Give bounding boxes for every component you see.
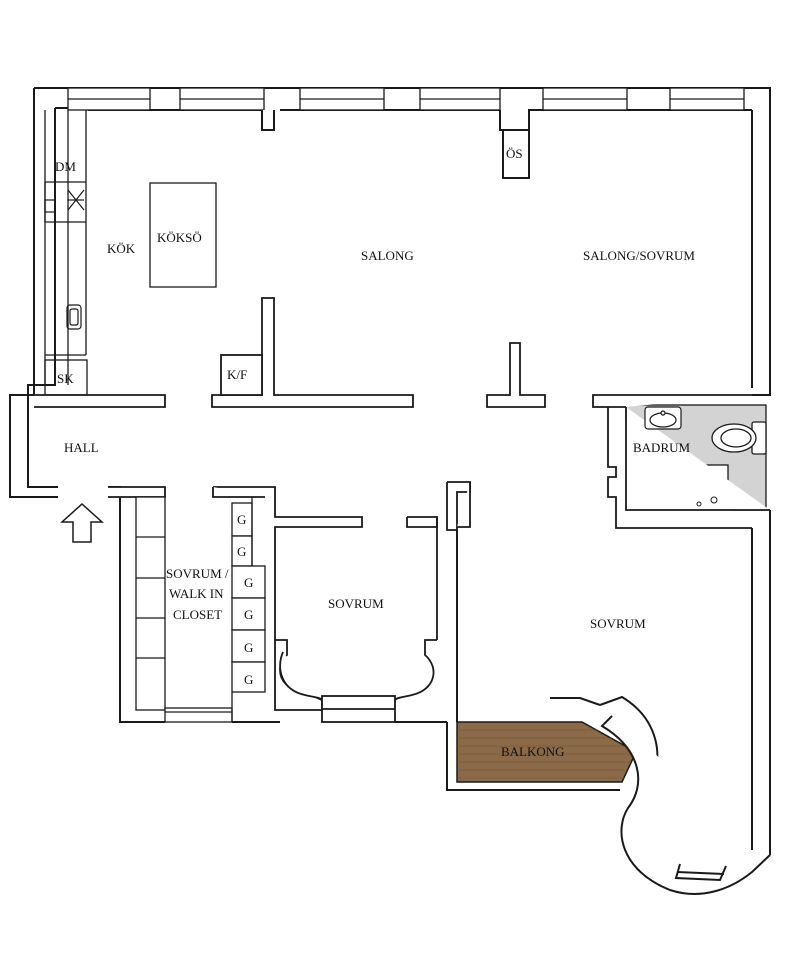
interior-walls: [34, 297, 770, 529]
os-shaft: [502, 129, 530, 179]
stove-icon: [44, 189, 85, 213]
right-bay: [550, 695, 771, 895]
label-walk-in-2: WALK IN: [169, 586, 224, 601]
label-kok: KÖK: [107, 241, 136, 256]
wardrobe-label: G: [244, 607, 253, 622]
label-salong: SALONG: [361, 248, 414, 263]
label-sovrum-right: SOVRUM: [590, 616, 646, 631]
wardrobe-label: G: [237, 512, 246, 527]
toilet-icon: [711, 421, 767, 455]
walk-in-shelves: [135, 496, 233, 723]
kitchen-counter: [44, 110, 88, 396]
label-badrum: BADRUM: [633, 440, 691, 455]
label-balkong: BALKONG: [501, 744, 565, 759]
label-salong-sovrum: SALONG/SOVRUM: [583, 248, 695, 263]
label-walk-in-3: CLOSET: [173, 607, 222, 622]
label-koksö: KÖKSÖ: [157, 230, 202, 245]
wall-stub-top-2: [499, 110, 530, 131]
wardrobe-labels: G G G G G G: [237, 512, 253, 687]
shower-icon: [696, 496, 718, 507]
wardrobe-label: G: [244, 672, 253, 687]
label-kf: K/F: [227, 367, 247, 382]
label-dm: DM: [55, 159, 76, 174]
wardrobe-label: G: [244, 640, 253, 655]
label-os: ÖS: [506, 146, 523, 161]
wardrobe-label: G: [237, 544, 246, 559]
label-sovrum-mid: SOVRUM: [328, 596, 384, 611]
kitchen-island: [149, 182, 217, 288]
label-sk: SK: [57, 371, 74, 386]
wardrobes: [231, 497, 266, 722]
top-windows: [67, 87, 745, 111]
wardrobe-label: G: [244, 575, 253, 590]
balcony-floor: [456, 721, 637, 783]
sink-icon: [66, 304, 82, 330]
label-hall: HALL: [64, 440, 99, 455]
washbasin-icon: [644, 406, 682, 430]
wall-stub-top-1: [261, 110, 275, 131]
label-walk-in-1: SOVRUM /: [166, 566, 229, 581]
balcony-planks: [457, 729, 634, 779]
entrance-arrow-icon: [60, 502, 104, 543]
mid-bedroom-bay: [274, 639, 437, 723]
